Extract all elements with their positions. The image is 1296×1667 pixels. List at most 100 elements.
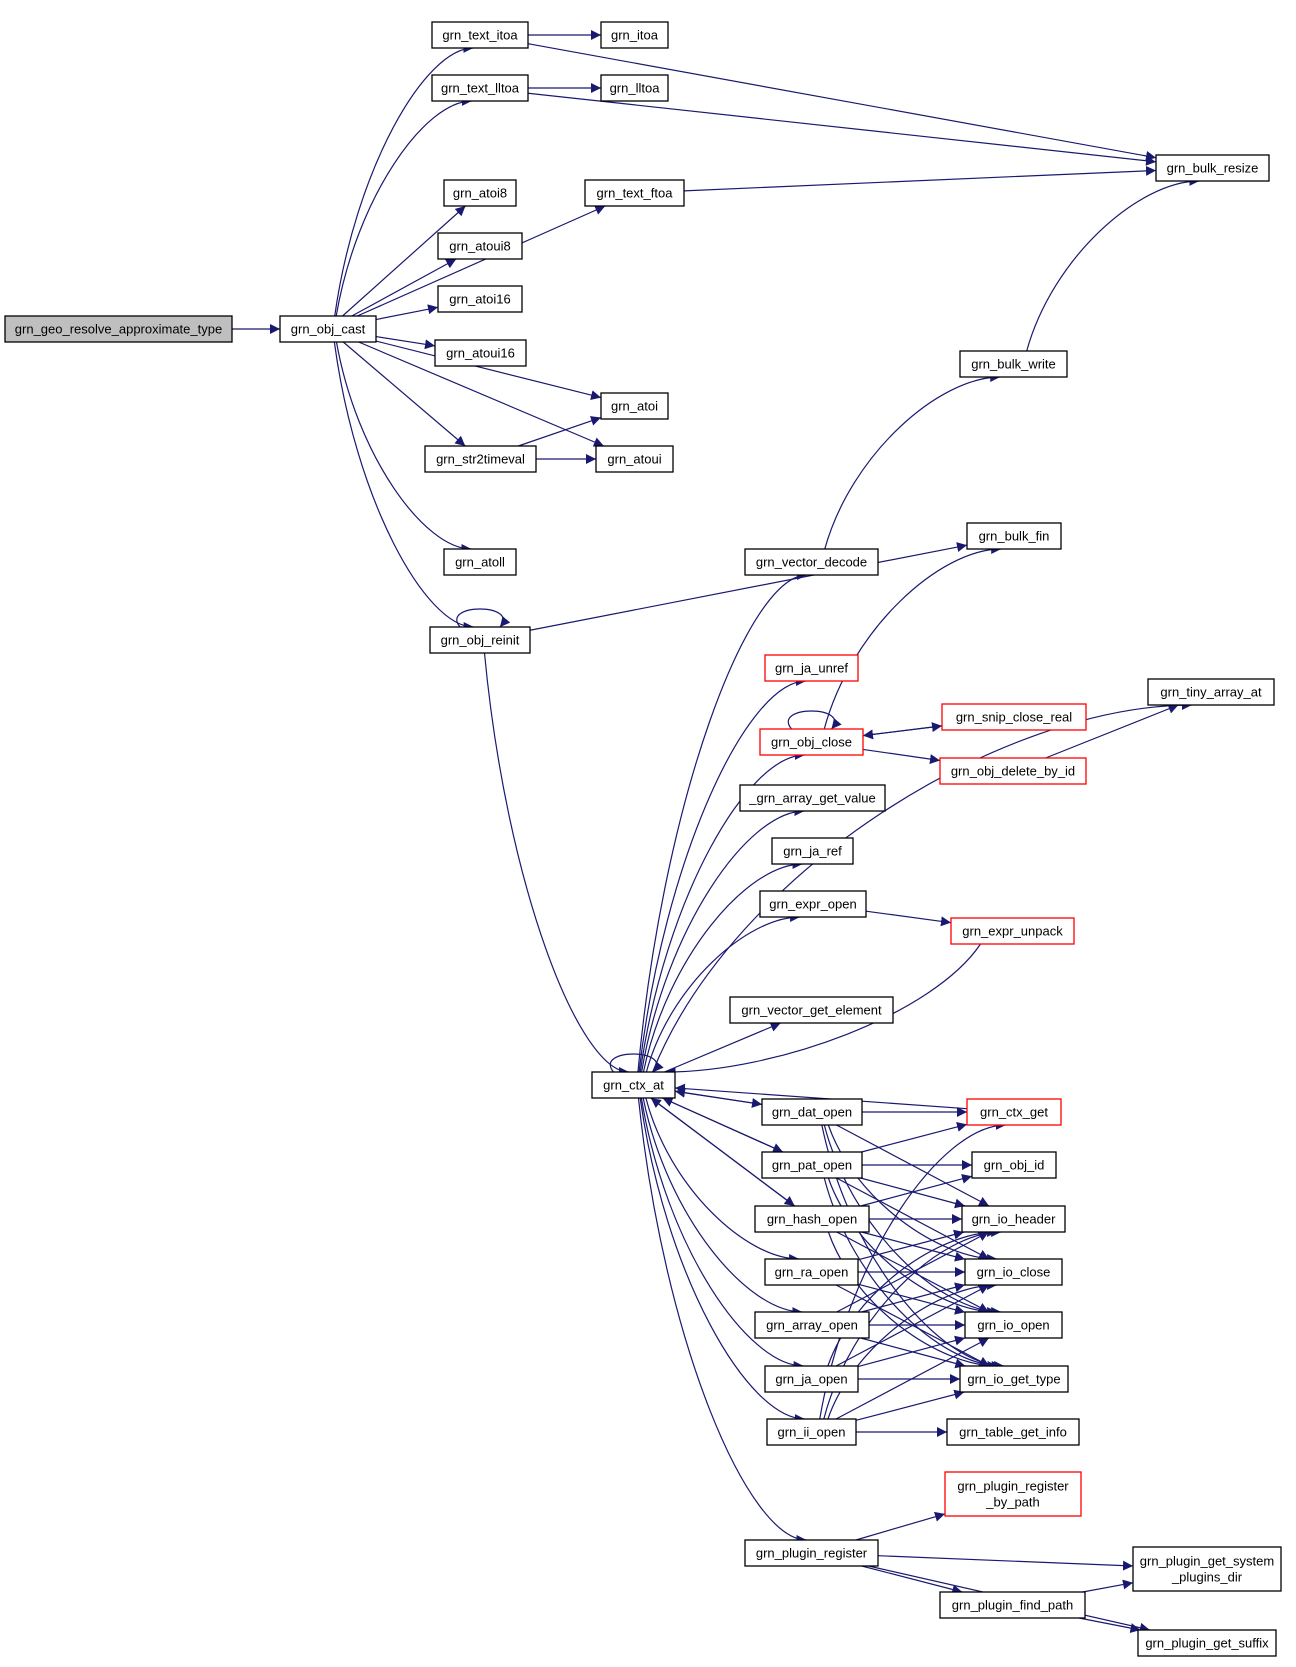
node-io-open[interactable]: grn_io_open bbox=[964, 1311, 1063, 1339]
node-label: grn_expr_open bbox=[769, 897, 856, 912]
node-box bbox=[1132, 1546, 1282, 1592]
node-atoui16[interactable]: grn_atoui16 bbox=[434, 339, 527, 367]
call-edge-obj-cast-to-atoll bbox=[335, 341, 472, 554]
node-box bbox=[764, 1365, 859, 1393]
node-label: grn_io_close bbox=[977, 1265, 1051, 1280]
node-expr-open[interactable]: grn_expr_open bbox=[759, 890, 867, 918]
node-ra-open[interactable]: grn_ra_open bbox=[764, 1258, 859, 1286]
call-edge-bulk-write-to-bulk-resize bbox=[1026, 176, 1200, 352]
node-atoll[interactable]: grn_atoll bbox=[443, 548, 517, 576]
node-label: grn_expr_unpack bbox=[962, 924, 1063, 939]
node-label: grn_ja_unref bbox=[775, 661, 848, 676]
node-obj-reinit[interactable]: grn_obj_reinit bbox=[429, 626, 531, 654]
node-array-get-value[interactable]: _grn_array_get_value bbox=[739, 784, 886, 812]
node-itoa[interactable]: grn_itoa bbox=[600, 21, 669, 49]
call-edge-obj-cast-to-atoui bbox=[358, 341, 605, 447]
call-edge-ctx-at-to-ctx-at bbox=[609, 1053, 664, 1073]
node-box bbox=[4, 315, 233, 343]
node-pat-open[interactable]: grn_pat_open bbox=[761, 1151, 863, 1179]
node-text-itoa[interactable]: grn_text_itoa bbox=[431, 21, 529, 49]
node-io-header[interactable]: grn_io_header bbox=[961, 1205, 1066, 1233]
node-bulk-write[interactable]: grn_bulk_write bbox=[959, 350, 1068, 378]
node-label: grn_io_header bbox=[972, 1212, 1057, 1227]
node-box bbox=[964, 1258, 1063, 1286]
node-box bbox=[437, 232, 523, 260]
node-label: grn_hash_open bbox=[767, 1212, 857, 1227]
node-ja-open[interactable]: grn_ja_open bbox=[764, 1365, 859, 1393]
node-lltoa[interactable]: grn_lltoa bbox=[600, 74, 669, 102]
call-edge-vector-decode-to-bulk-write bbox=[824, 372, 1001, 550]
node-tiny-array-at[interactable]: grn_tiny_array_at bbox=[1147, 678, 1275, 706]
node-plugin-get-suffix[interactable]: grn_plugin_get_suffix bbox=[1137, 1629, 1277, 1657]
node-box bbox=[764, 654, 859, 682]
call-edge-pat-open-to-ctx-get bbox=[861, 1122, 968, 1153]
node-box bbox=[939, 1591, 1086, 1619]
node-label: grn_plugin_get_suffix bbox=[1145, 1636, 1269, 1651]
node-box bbox=[431, 21, 529, 49]
node-text-ftoa[interactable]: grn_text_ftoa bbox=[584, 179, 685, 207]
call-edge-expr-open-to-expr-unpack bbox=[865, 910, 952, 927]
call-edge-obj-reinit-to-obj-reinit bbox=[456, 608, 511, 628]
call-edge-ctx-at-to-ja-open bbox=[640, 1097, 804, 1371]
node-atoi[interactable]: grn_atoi bbox=[600, 392, 669, 420]
node-text-lltoa[interactable]: grn_text_lltoa bbox=[431, 74, 529, 102]
node-obj-id[interactable]: grn_obj_id bbox=[971, 1151, 1057, 1179]
node-box bbox=[591, 1071, 676, 1099]
node-box bbox=[754, 1311, 870, 1339]
node-box bbox=[966, 522, 1062, 550]
call-edge-obj-cast-to-atoi bbox=[375, 340, 602, 400]
node-plugin-register[interactable]: grn_plugin_register bbox=[744, 1539, 879, 1567]
node-atoui8[interactable]: grn_atoui8 bbox=[437, 232, 523, 260]
node-label: grn_atoi bbox=[611, 399, 658, 414]
node-label: grn_plugin_find_path bbox=[952, 1598, 1073, 1613]
node-vector-get-element[interactable]: grn_vector_get_element bbox=[729, 996, 894, 1024]
node-ja-unref[interactable]: grn_ja_unref bbox=[764, 654, 859, 682]
node-box bbox=[744, 548, 879, 576]
node-bulk-resize[interactable]: grn_bulk_resize bbox=[1155, 154, 1270, 182]
node-snip-close-real[interactable]: grn_snip_close_real bbox=[941, 703, 1087, 731]
node-ii-open[interactable]: grn_ii_open bbox=[766, 1418, 857, 1446]
node-hash-open[interactable]: grn_hash_open bbox=[754, 1205, 870, 1233]
node-table-get-info[interactable]: grn_table_get_info bbox=[946, 1418, 1080, 1446]
node-atoi16[interactable]: grn_atoi16 bbox=[437, 285, 523, 313]
node-box bbox=[595, 445, 674, 473]
call-edge-obj-cast-to-text-itoa bbox=[334, 43, 474, 317]
node-box bbox=[431, 74, 529, 102]
node-plugin-find-path[interactable]: grn_plugin_find_path bbox=[939, 1591, 1086, 1619]
node-label: grn_lltoa bbox=[610, 81, 661, 96]
node-ctx-get[interactable]: grn_ctx_get bbox=[966, 1098, 1062, 1126]
node-label: grn_atoui bbox=[607, 452, 661, 467]
node-bulk-fin[interactable]: grn_bulk_fin bbox=[966, 522, 1062, 550]
call-edge-obj-cast-to-str2timeval bbox=[342, 341, 466, 447]
call-edge-ctx-at-to-array-open bbox=[642, 1097, 803, 1317]
node-box bbox=[966, 1098, 1062, 1126]
node-array-open[interactable]: grn_array_open bbox=[754, 1311, 870, 1339]
node-ja-ref[interactable]: grn_ja_ref bbox=[771, 837, 854, 865]
node-vector-decode[interactable]: grn_vector_decode bbox=[744, 548, 879, 576]
node-label: grn_table_get_info bbox=[959, 1425, 1067, 1440]
call-edge-ctx-at-to-ra-open bbox=[645, 1097, 800, 1264]
node-label: grn_plugin_register bbox=[756, 1546, 868, 1561]
node-expr-unpack[interactable]: grn_expr_unpack bbox=[950, 917, 1075, 945]
node-obj-delete-by-id[interactable]: grn_obj_delete_by_id bbox=[939, 757, 1087, 785]
node-root[interactable]: grn_geo_resolve_approximate_type bbox=[4, 315, 233, 343]
node-ctx-at[interactable]: grn_ctx_at bbox=[591, 1071, 676, 1099]
node-label: grn_atoi16 bbox=[449, 292, 510, 307]
node-box bbox=[443, 179, 517, 207]
node-obj-cast[interactable]: grn_obj_cast bbox=[279, 315, 377, 343]
node-io-get-type[interactable]: grn_io_get_type bbox=[959, 1365, 1069, 1393]
node-str2timeval[interactable]: grn_str2timeval bbox=[424, 445, 537, 473]
node-box bbox=[429, 626, 531, 654]
node-io-close[interactable]: grn_io_close bbox=[964, 1258, 1063, 1286]
node-dat-open[interactable]: grn_dat_open bbox=[761, 1098, 863, 1126]
node-label: grn_bulk_resize bbox=[1167, 161, 1259, 176]
node-obj-close[interactable]: grn_obj_close bbox=[759, 728, 864, 756]
node-plugin-get-system-plugins-dir[interactable]: grn_plugin_get_system_plugins_dir bbox=[1132, 1546, 1282, 1592]
node-label: grn_plugin_register bbox=[957, 1479, 1069, 1494]
node-label: grn_ctx_get bbox=[980, 1105, 1048, 1120]
node-atoui[interactable]: grn_atoui bbox=[595, 445, 674, 473]
node-plugin-register-by-path[interactable]: grn_plugin_register_by_path bbox=[944, 1471, 1082, 1517]
node-atoi8[interactable]: grn_atoi8 bbox=[443, 179, 517, 207]
call-edge-obj-cast-to-atoi8 bbox=[342, 205, 466, 317]
